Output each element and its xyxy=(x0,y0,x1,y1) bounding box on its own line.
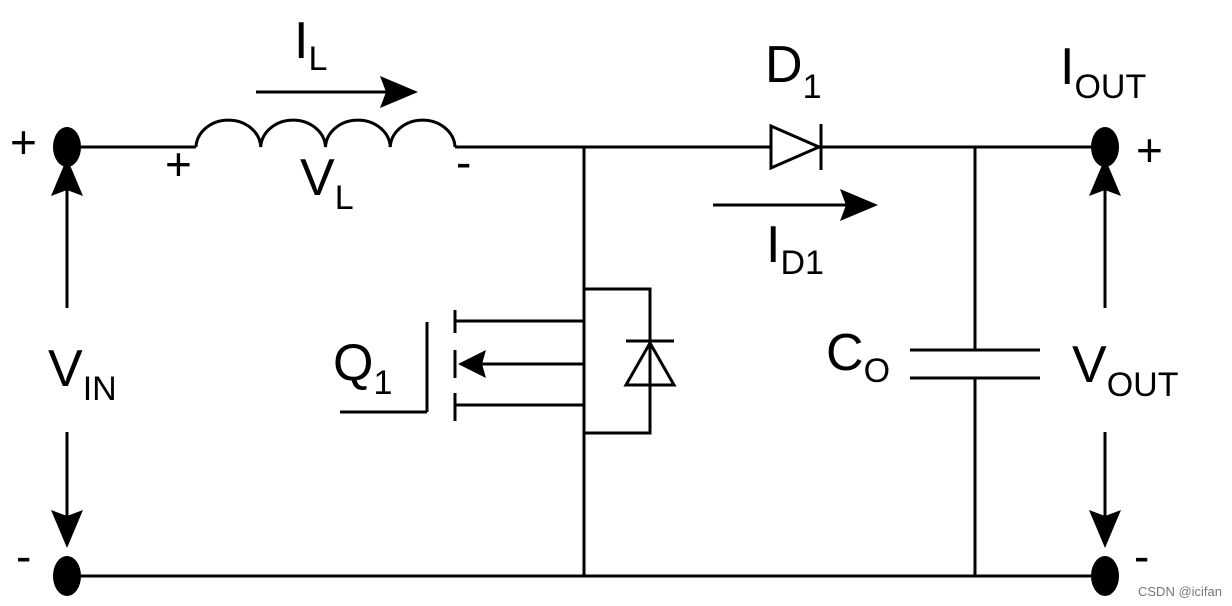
id1-arrowhead-icon xyxy=(840,189,878,221)
vin-arrowhead-down-icon xyxy=(51,510,83,548)
vin-plus-sign: + xyxy=(10,116,37,168)
body-diode-loop xyxy=(584,287,652,435)
vin-arrowhead-up-icon xyxy=(51,158,83,196)
label-vl: VL xyxy=(300,149,354,217)
vin-minus-sign: - xyxy=(16,530,31,582)
label-il: IL xyxy=(294,12,327,78)
vout-minus-sign: - xyxy=(1134,530,1149,582)
vout-minus-terminal xyxy=(1091,556,1119,596)
label-vin: VIN xyxy=(48,340,117,408)
vl-plus-sign: + xyxy=(165,138,192,190)
vout-plus-terminal xyxy=(1091,127,1119,167)
vout-arrowhead-up-icon xyxy=(1089,158,1121,196)
vout-arrowhead-down-icon xyxy=(1089,510,1121,548)
vl-minus-sign: - xyxy=(456,136,471,188)
il-arrowhead-icon xyxy=(380,76,418,108)
label-d1: D1 xyxy=(765,36,821,106)
watermark: CSDN @icifan xyxy=(1138,584,1222,599)
label-id1: ID1 xyxy=(766,216,824,282)
vin-minus-terminal xyxy=(53,556,81,596)
body-diode-icon xyxy=(623,339,677,387)
vout-plus-sign: + xyxy=(1136,124,1163,176)
vin-plus-terminal xyxy=(53,127,81,167)
label-iout: IOUT xyxy=(1060,38,1146,106)
label-q1: Q1 xyxy=(333,334,392,402)
diode-d1-icon xyxy=(769,123,823,171)
label-vout: VOUT xyxy=(1072,336,1178,404)
mosfet-body-arrow-icon xyxy=(458,350,486,378)
inductor-l xyxy=(194,118,457,148)
label-co: CO xyxy=(826,324,890,390)
